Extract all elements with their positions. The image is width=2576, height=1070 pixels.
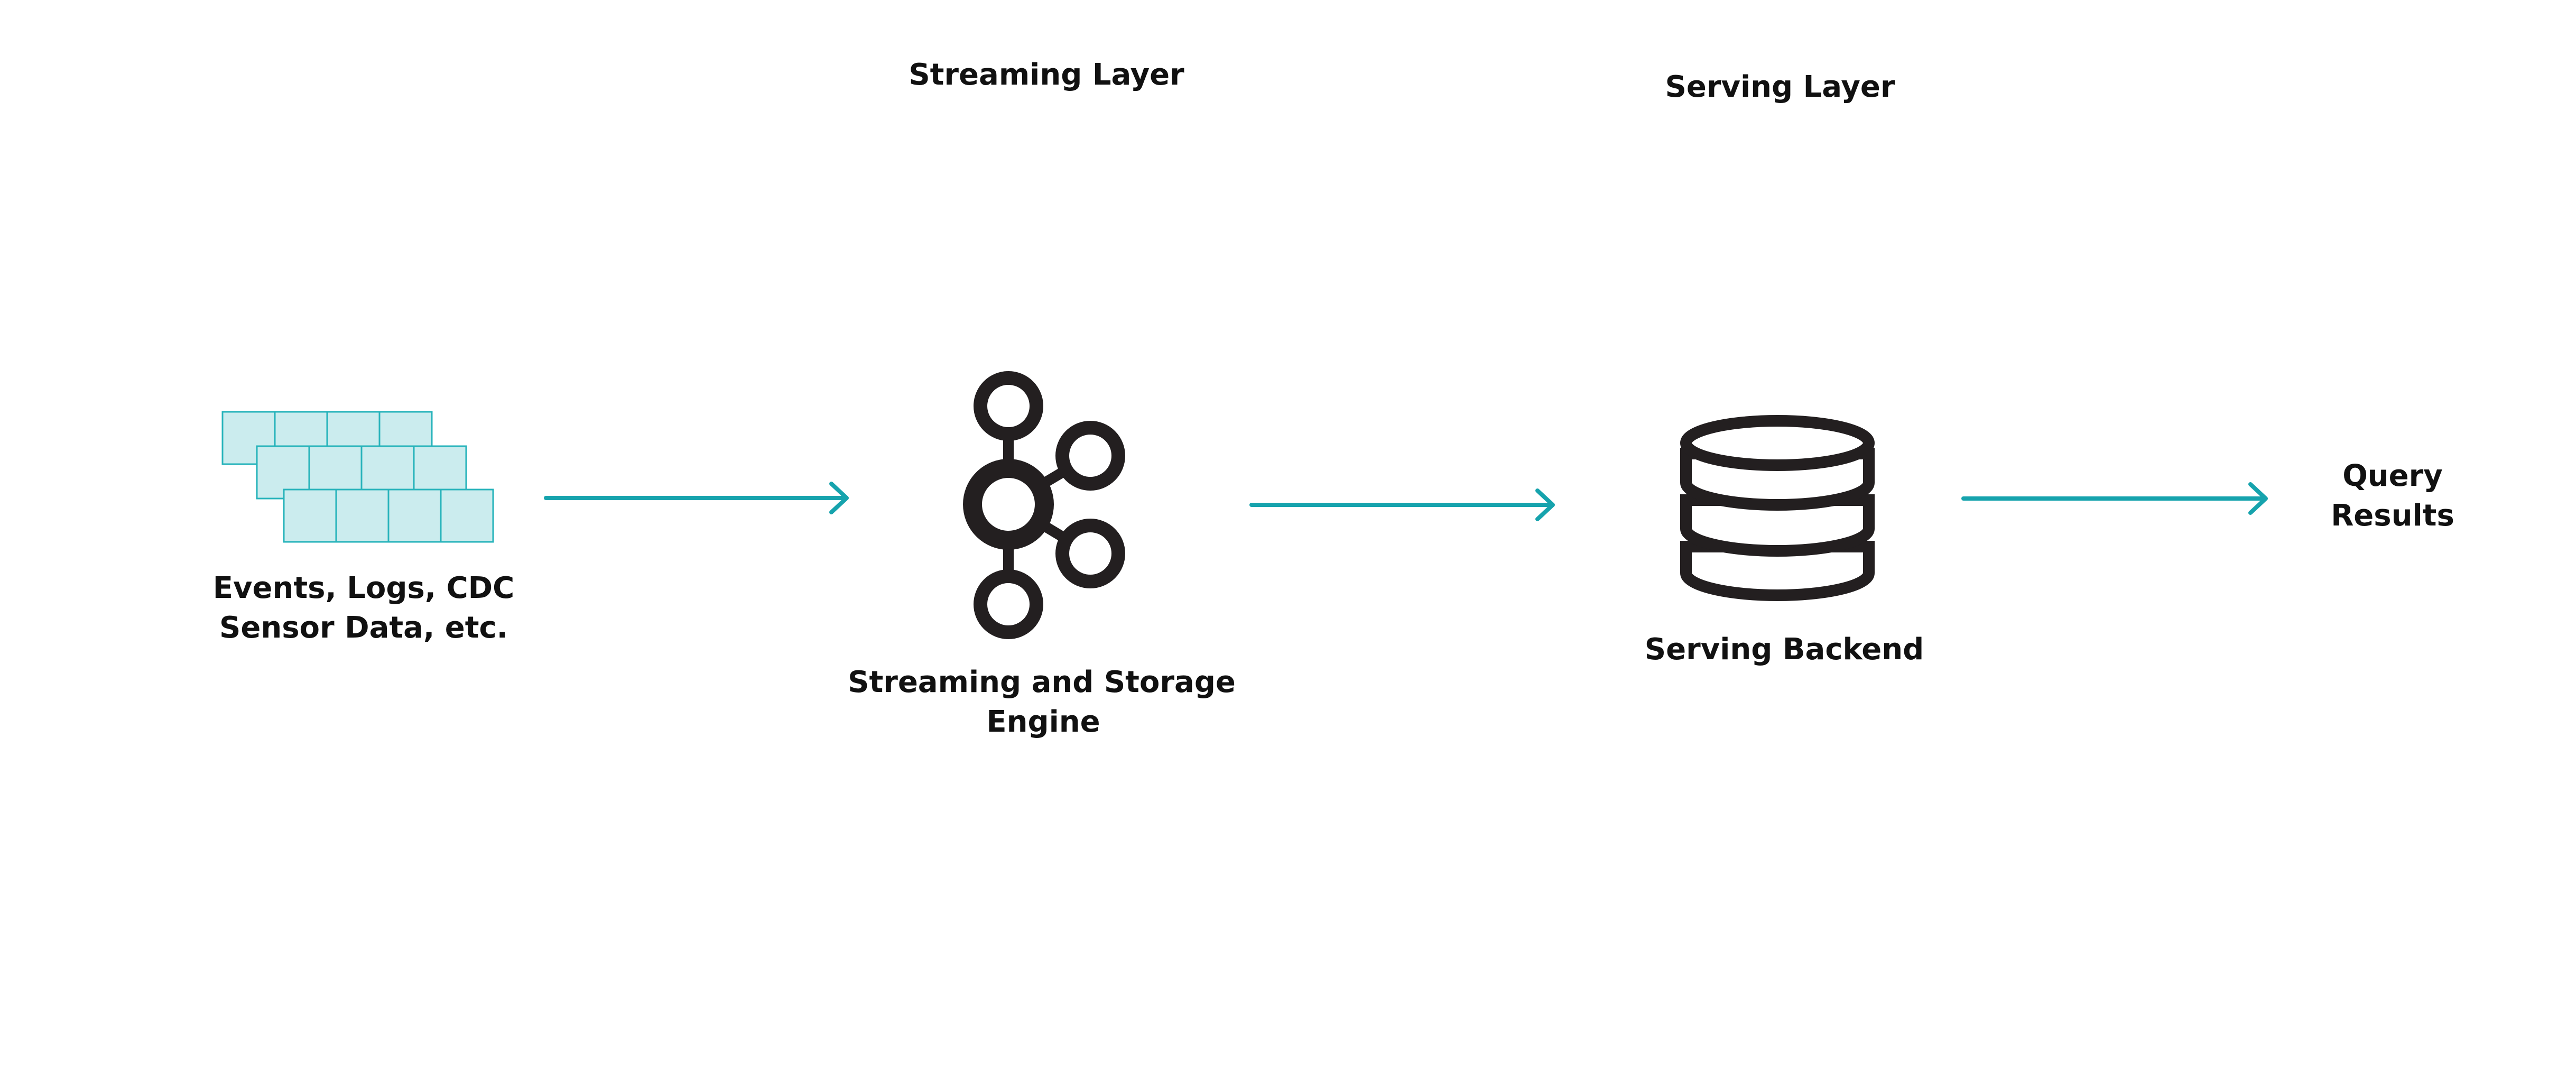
arrow-backend-to-output <box>1961 482 2268 515</box>
event-cell <box>283 488 337 543</box>
backend-label: Serving Backend <box>1645 632 1924 667</box>
engine-label-line2: Engine <box>986 705 1100 739</box>
sources-label-line2: Sensor Data, etc. <box>219 611 508 645</box>
engine-label-line1: Streaming and Storage <box>848 665 1236 699</box>
event-grid-icon <box>221 411 494 543</box>
arrow-engine-to-backend <box>1249 488 1555 521</box>
streaming-layer-header: Streaming Layer <box>909 58 1184 92</box>
event-cell <box>335 488 390 543</box>
event-cell <box>387 488 442 543</box>
arrow-sources-to-engine <box>544 482 849 514</box>
output-label-line2: Results <box>2331 499 2454 533</box>
kafka-hub-icon <box>963 371 1125 639</box>
serving-layer-header: Serving Layer <box>1665 70 1895 104</box>
output-label-line1: Query <box>2342 459 2443 493</box>
event-cell <box>221 411 276 465</box>
database-icon <box>1680 415 1875 601</box>
sources-label-line1: Events, Logs, CDC <box>213 571 515 605</box>
event-cell <box>440 488 494 543</box>
